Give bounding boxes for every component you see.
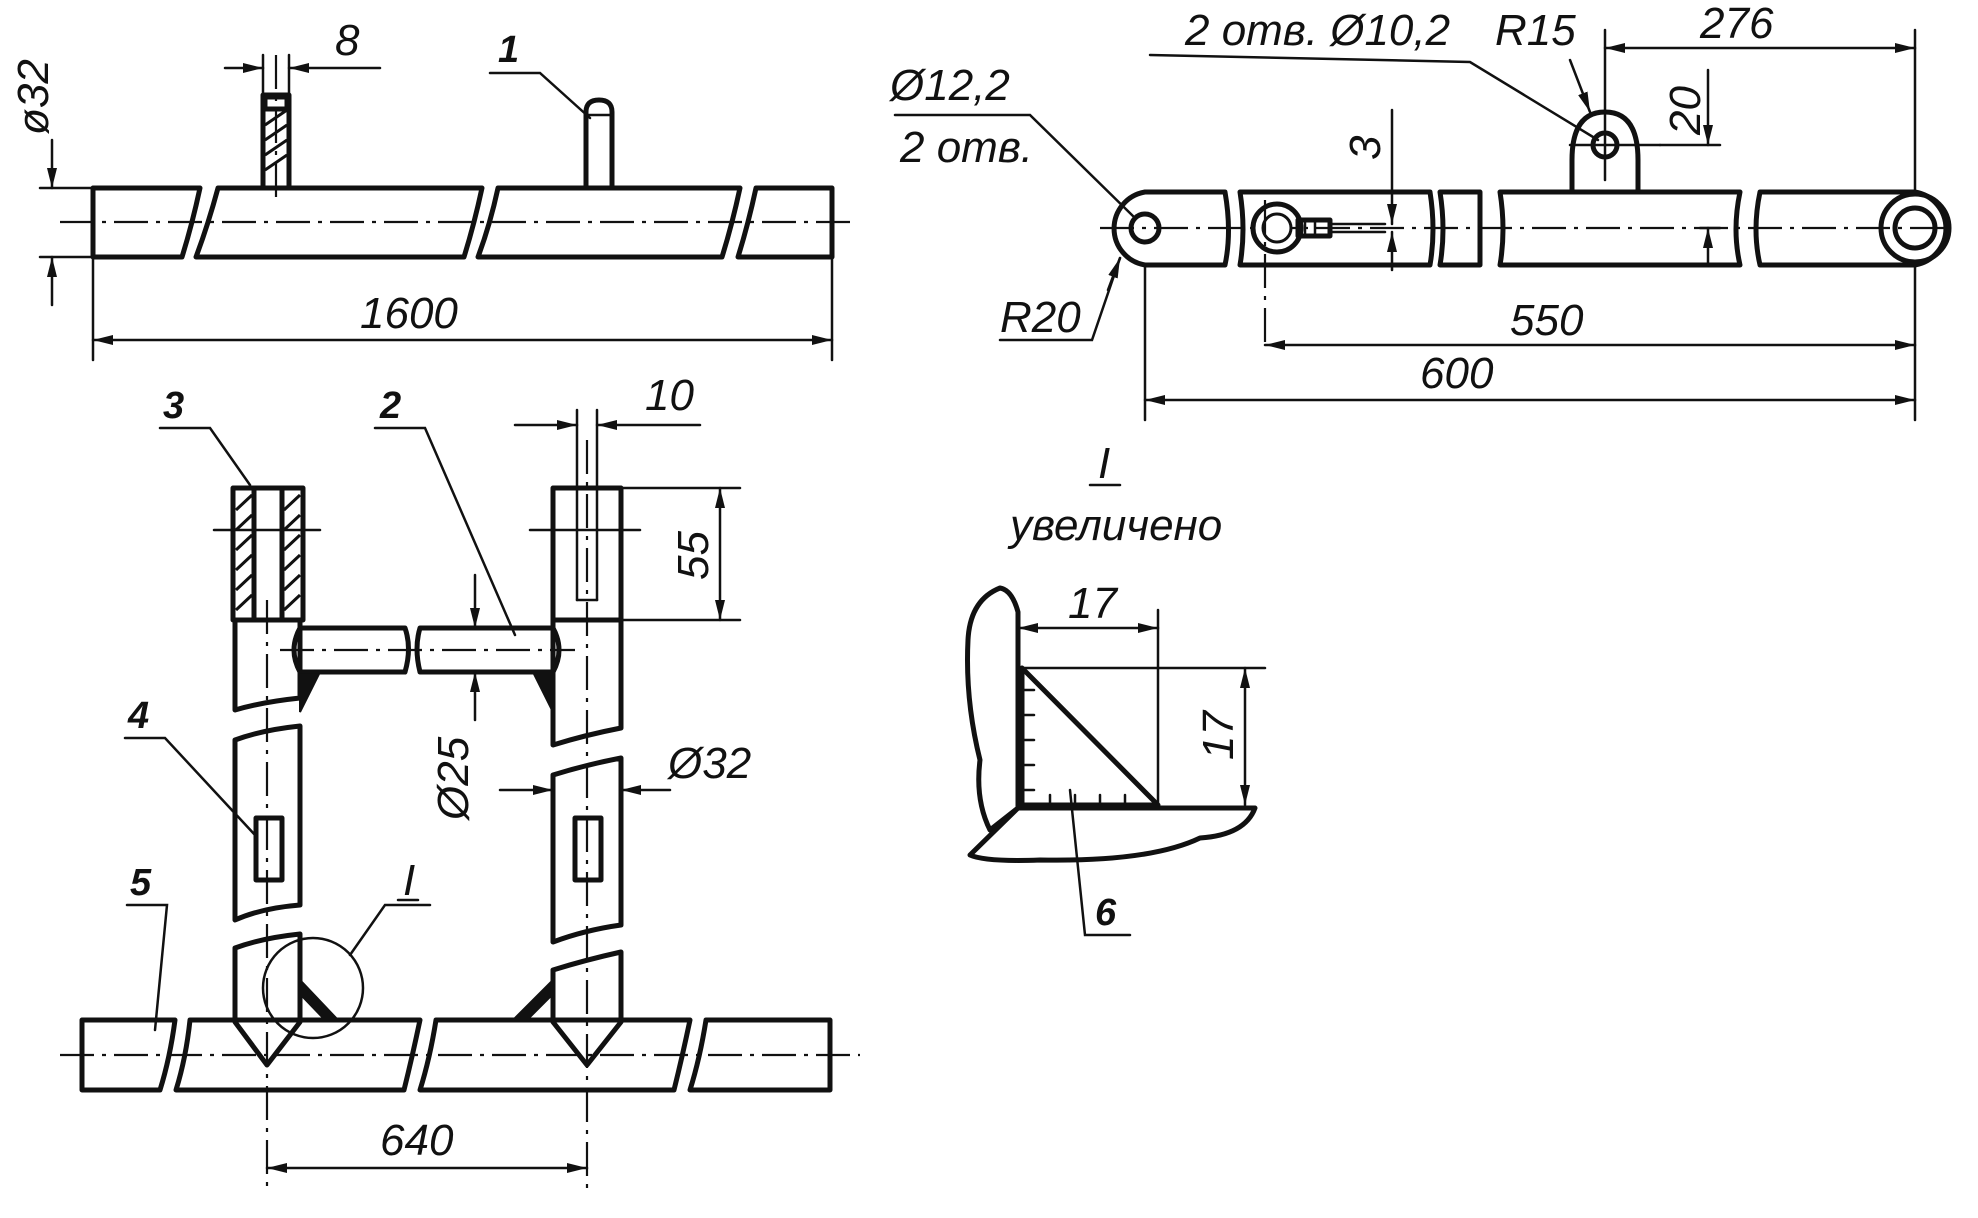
eye-bolt	[1250, 200, 1387, 350]
dim-550-text: 550	[1510, 296, 1584, 345]
callout-6-text: 6	[1095, 892, 1117, 934]
detail-weld	[1019, 665, 1161, 808]
r20-text: R20	[1000, 293, 1081, 342]
detail-subtitle: увеличено	[1007, 501, 1222, 550]
hole-10-2-text: 2 отв. Ø10,2	[1184, 6, 1450, 55]
ring-right	[1878, 191, 1952, 265]
callout-hole-12-2: Ø12,2 2 отв.	[888, 61, 1137, 220]
callout-6: 6	[1068, 788, 1132, 937]
callout-1-text: 1	[498, 29, 519, 71]
left-fork	[212, 485, 322, 623]
dim-20-text: 20	[1661, 86, 1710, 136]
dim-25-text: Ø25	[429, 736, 478, 822]
pin-part-1	[583, 97, 615, 191]
callout-r20: R20	[998, 256, 1122, 342]
dim-dia-32-text: ø32	[9, 59, 58, 135]
dim-dia-32-upright: Ø32	[498, 739, 751, 795]
hatched-pin	[260, 55, 292, 200]
callout-2: 2	[373, 385, 517, 637]
cross-bar	[280, 625, 575, 713]
dim-1600: 1600	[91, 255, 834, 362]
dim-1600-text: 1600	[360, 289, 458, 338]
detail-title: I	[1098, 439, 1110, 488]
dim-600: 600	[1143, 263, 1917, 422]
right-upright	[510, 440, 642, 1190]
view-top-right: Ø12,2 2 отв. 2 отв. Ø10,2 R15 276 20	[888, 0, 1952, 422]
lug-r15	[1568, 109, 1662, 195]
dim-640-text: 640	[380, 1116, 454, 1165]
callout-5-text: 5	[130, 862, 152, 904]
dim-10-text: 10	[645, 371, 694, 420]
hole-left	[1128, 211, 1162, 245]
dim-17-vertical: 17	[1020, 666, 1267, 807]
base-tube	[60, 1017, 860, 1093]
callout-hole-10-2: 2 отв. Ø10,2	[1148, 6, 1600, 142]
callout-r15: R15	[1495, 6, 1592, 114]
callout-3-text: 3	[163, 385, 184, 427]
dim-32-text: Ø32	[666, 739, 751, 788]
callout-I-text: I	[403, 856, 415, 905]
dim-640: 640	[265, 1116, 589, 1173]
callout-1: 1	[488, 29, 592, 120]
left-upright	[232, 600, 341, 1190]
hole-12-2-count-text: 2 отв.	[899, 123, 1033, 172]
dim-17-horizontal: 17	[1016, 579, 1160, 807]
dim-55-text: 55	[669, 531, 718, 580]
dim-550: 550	[1263, 263, 1917, 422]
view-detail: I увеличено 17 17	[965, 439, 1267, 937]
dim-276-text: 276	[1699, 0, 1774, 48]
detail-circle-I: I	[261, 856, 432, 1040]
dim-17-v-text: 17	[1194, 710, 1243, 760]
r15-text: R15	[1495, 6, 1576, 55]
callout-4: 4	[123, 695, 257, 837]
hole-12-2-text: Ø12,2	[888, 61, 1010, 110]
dim-dia-32: ø32	[9, 59, 95, 307]
long-tube	[60, 185, 858, 260]
dim-17-h-text: 17	[1068, 579, 1118, 628]
dim-600-text: 600	[1420, 349, 1494, 398]
arm-body	[1100, 189, 1950, 268]
dim-dia-25: Ø25	[429, 573, 480, 822]
dim-3-text: 3	[1341, 135, 1390, 160]
callout-5: 5	[125, 862, 169, 1032]
callout-3: 3	[158, 385, 252, 487]
dim-pin-8-text: 8	[335, 16, 360, 65]
dim-slot-10: 10	[513, 371, 702, 490]
dim-20: 20	[1658, 68, 1722, 267]
dim-3: 3	[1341, 108, 1397, 272]
view-top-left: ø32 8 1 1600	[9, 16, 858, 362]
callout-2-text: 2	[379, 385, 401, 427]
callout-4-text: 4	[127, 695, 149, 737]
view-bottom: 3 2 10 55 Ø25	[60, 371, 860, 1190]
dim-276: 276	[1603, 0, 1917, 194]
dim-55: 55	[598, 486, 742, 622]
dim-pin-8: 8	[223, 16, 382, 97]
detail-plate	[965, 585, 1258, 863]
